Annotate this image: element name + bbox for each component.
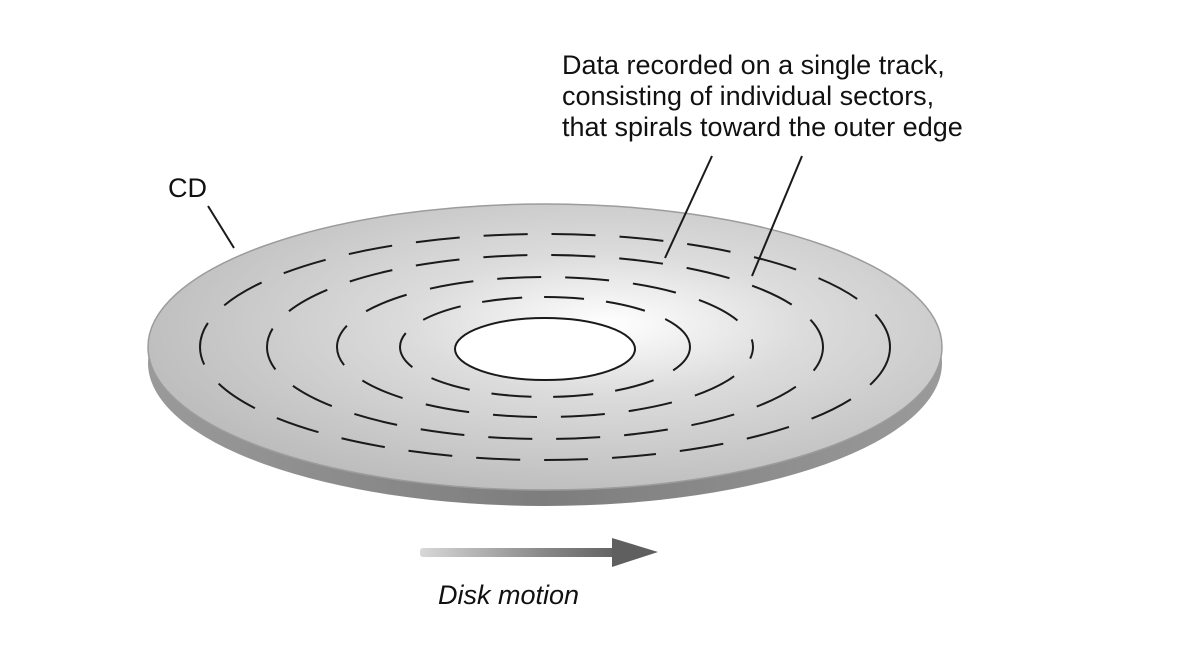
cd-label: CD	[168, 173, 207, 203]
track-callout: Data recorded on a single track, consist…	[562, 50, 963, 143]
track-leader-line-2	[751, 155, 803, 277]
track-ring-2	[266, 254, 824, 440]
track-ring-4	[399, 296, 691, 398]
disk-motion-label: Disk motion	[438, 580, 580, 610]
track-callout-line-3: that spirals toward the outer edge	[562, 112, 963, 142]
track-ring-3	[336, 276, 754, 418]
track-callout-line-1: Data recorded on a single track,	[562, 50, 945, 80]
track-ring-1	[199, 233, 891, 461]
track-leader-line-1	[664, 155, 713, 259]
center-hole	[454, 317, 636, 381]
arrow-right-icon	[420, 538, 658, 567]
cd-leader-line	[207, 205, 235, 249]
track-callout-line-2: consisting of individual sectors,	[562, 81, 935, 111]
